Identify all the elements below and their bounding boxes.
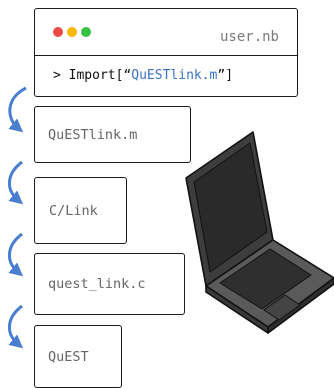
layer-box-clink: C/Link xyxy=(34,177,127,244)
arrow-down-3 xyxy=(8,232,24,277)
window-maximize-dot xyxy=(81,27,91,37)
notebook-command: > Import[“QuESTlink.m”] xyxy=(53,68,233,83)
laptop-icon xyxy=(185,131,334,334)
command-arg: QuESTlink.m xyxy=(131,68,218,83)
layer-label-quest-link-c: quest_link.c xyxy=(48,276,146,292)
notebook-window: user.nb > Import[“QuESTlink.m”] xyxy=(34,8,298,97)
arrow-down-4 xyxy=(8,304,24,349)
command-prefix: > Import[“ xyxy=(53,68,132,83)
arrow-down-1 xyxy=(8,86,27,133)
arrow-down-2 xyxy=(8,160,24,205)
window-close-dot xyxy=(53,27,63,37)
notebook-divider xyxy=(35,55,297,56)
layer-box-questlink: QuESTlink.m xyxy=(34,106,191,163)
layer-box-quest: QuEST xyxy=(34,325,122,388)
layer-box-quest-link-c: quest_link.c xyxy=(34,253,185,315)
notebook-title: user.nb xyxy=(219,29,279,45)
layer-label-questlink: QuESTlink.m xyxy=(48,127,138,143)
layer-label-clink: C/Link xyxy=(49,203,98,219)
command-suffix: ”] xyxy=(217,68,234,83)
layer-label-quest: QuEST xyxy=(48,349,89,365)
window-minimize-dot xyxy=(67,27,77,37)
